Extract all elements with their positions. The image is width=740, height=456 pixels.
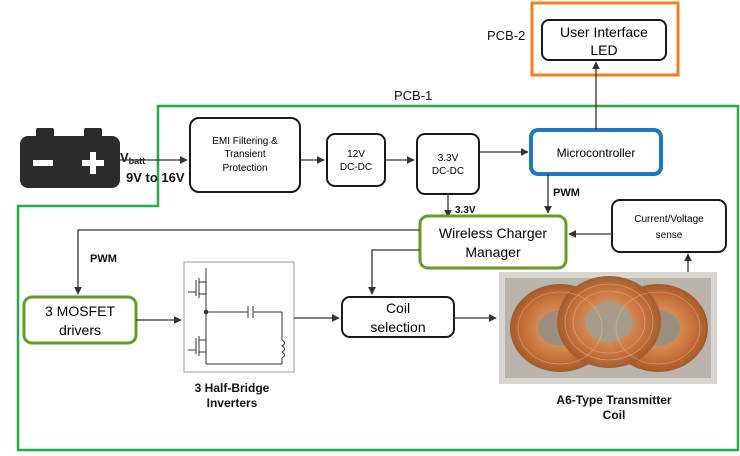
vbatt-main: V <box>120 150 129 165</box>
pcb2-boundary <box>530 1 680 77</box>
microcontroller-label: Microcontroller <box>557 146 636 160</box>
transmitter-coil-image <box>499 272 717 384</box>
emi-filtering-block: EMI Filtering & Transient Protection <box>189 117 301 193</box>
dcdc12-line2: DC-DC <box>340 162 372 173</box>
half-bridge-line1: 3 Half-Bridge <box>195 381 270 395</box>
mosfet-drivers-block: 3 MOSFET drivers <box>22 295 138 345</box>
wireless-charger-manager-block: Wireless Charger Manager <box>418 214 568 270</box>
coilsel-line2: selection <box>370 319 425 335</box>
pcb1-label: PCB-1 <box>394 88 432 103</box>
user-interface-led-block: User Interface LED <box>541 19 667 61</box>
pcb2-label: PCB-2 <box>487 28 525 43</box>
emi-line2: Transient <box>224 149 266 160</box>
arrow-manager-mosfet <box>74 229 420 295</box>
dcdc33-line2: DC-DC <box>432 166 464 177</box>
coil-caption-line1: A6-Type Transmitter <box>556 393 671 407</box>
dcdc33-line1: 3.3V <box>438 153 459 164</box>
vbatt-sub: batt <box>129 156 146 166</box>
mosfet-line2: drivers <box>59 322 101 338</box>
coilsel-line1: Coil <box>386 300 410 316</box>
pwm-top-label: PWM <box>553 187 580 199</box>
dcdc-12v-block: 12V DC-DC <box>326 133 386 187</box>
coil-caption-line2: Coil <box>603 408 626 422</box>
coil-selection-block: Coil selection <box>341 296 455 338</box>
emi-line1: EMI Filtering & <box>212 136 278 147</box>
user-interface-line1: User Interface <box>560 24 648 40</box>
manager-line1: Wireless Charger <box>439 225 547 241</box>
sense-line1: Current/Voltage <box>634 214 704 225</box>
dcdc12-line1: 12V <box>347 149 365 160</box>
pwm-left-label: PWM <box>90 253 117 265</box>
voltage-range-label: 9V to 16V <box>126 170 185 185</box>
vbatt-label: Vbatt <box>120 150 145 166</box>
mosfet-line1: 3 MOSFET <box>45 303 115 319</box>
arrow-manager-coilsel <box>368 249 420 295</box>
current-voltage-sense-block: Current/Voltage sense <box>611 199 727 253</box>
emi-line3: Protection <box>222 163 267 174</box>
dcdc-33v-block: 3.3V DC-DC <box>416 133 480 195</box>
battery-icon <box>20 128 120 188</box>
v33-label: 3.3V <box>455 205 476 216</box>
sense-line2: sense <box>656 230 683 241</box>
half-bridge-schematic <box>183 261 295 373</box>
manager-line2: Manager <box>465 244 521 260</box>
user-interface-line2: LED <box>590 42 617 58</box>
half-bridge-line2: Inverters <box>207 396 258 410</box>
pcb1-boundary <box>16 104 740 452</box>
microcontroller-block: Microcontroller <box>529 128 663 176</box>
